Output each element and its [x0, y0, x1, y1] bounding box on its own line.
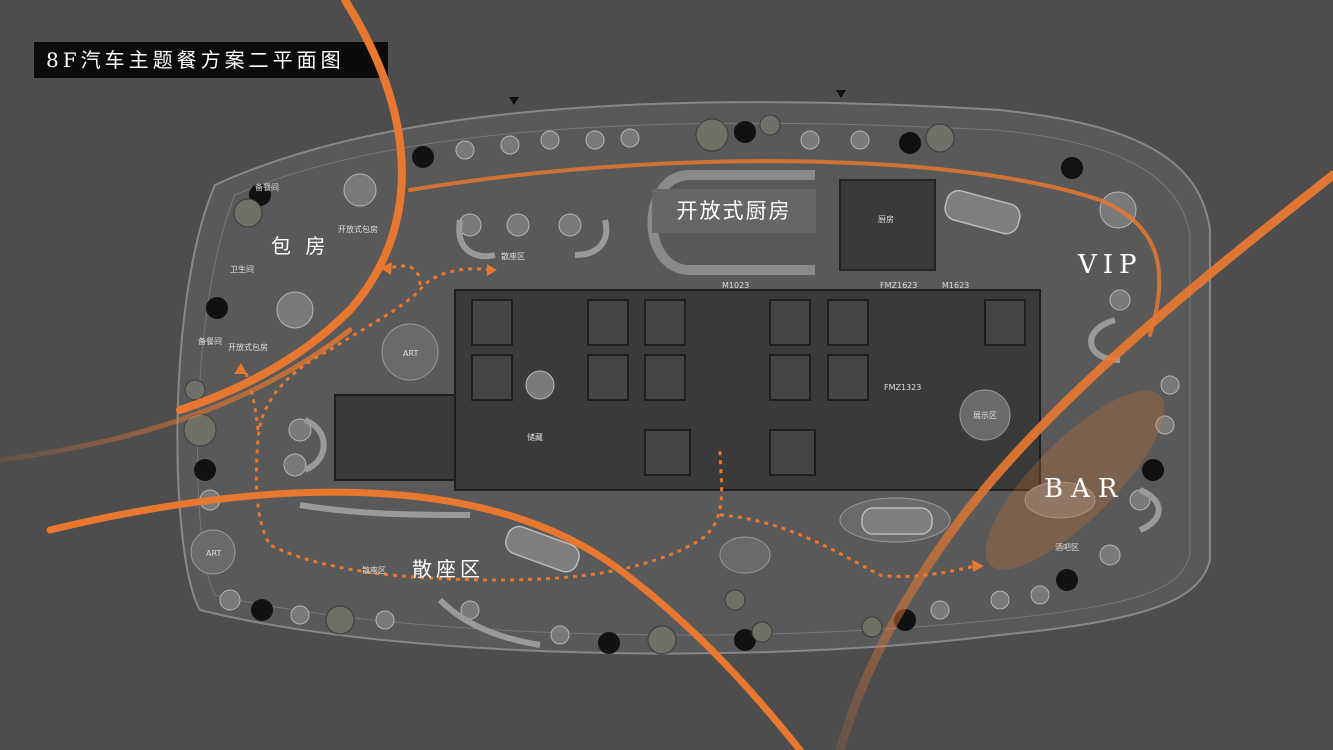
- bar-glow: [985, 390, 1165, 570]
- label-side-room: 卫生间: [230, 264, 254, 274]
- plants: [183, 114, 955, 655]
- zone-label-open-kitchen: 开放式厨房: [652, 189, 816, 233]
- exhibit-platform: [959, 389, 1011, 441]
- orange-ribbon-bottom: [46, 488, 804, 750]
- orange-ribbon-top: [176, 0, 406, 414]
- label-seating-small-top: 散座区: [501, 251, 525, 261]
- label-door-fm1623: FMZ1623: [880, 281, 917, 290]
- center-table: [719, 536, 771, 574]
- zone-label-open-seating: 散座区: [412, 557, 484, 581]
- bar-counter: [1024, 481, 1096, 519]
- label-open-private-bottom: 开放式包房: [228, 342, 268, 352]
- label-kitchen-room: 厨房: [878, 214, 894, 224]
- label-door-m1623: M1623: [942, 281, 969, 290]
- booths: [299, 219, 1162, 648]
- path-arrows: [234, 262, 984, 572]
- label-dining-room-bottom: 备餐间: [198, 336, 222, 346]
- art-display-lower: [190, 529, 236, 575]
- orange-ribbon-arc-top: [408, 159, 1162, 337]
- label-exhibit: 展示区: [973, 411, 997, 420]
- label-art-upper: ART: [403, 349, 418, 358]
- art-display-upper: [381, 323, 439, 381]
- entrance-marker-left: [509, 97, 519, 105]
- zone-label-bar: BAR: [1044, 474, 1126, 504]
- orange-ribbon-left: [0, 327, 353, 463]
- columns: [194, 121, 1164, 654]
- label-open-private-top: 开放式包房: [338, 224, 378, 234]
- dining-tables: [199, 128, 1180, 645]
- label-storage: 储藏: [527, 432, 543, 442]
- label-seating-small-bottom: 散座区: [362, 565, 386, 575]
- kitchen-room: [839, 179, 936, 271]
- label-art-lower: ART: [206, 549, 221, 558]
- elevator-shafts: [471, 299, 1026, 476]
- zone-label-vip: VIP: [1078, 250, 1143, 280]
- orange-ribbon-right: [835, 170, 1333, 750]
- zone-label-private-room: 包 房: [271, 234, 330, 258]
- car-models: [505, 189, 1021, 573]
- entrance-marker-right: [836, 90, 846, 98]
- label-bar-small: 酒吧区: [1055, 543, 1079, 552]
- label-dining-room-top: 备餐间: [255, 182, 279, 192]
- label-door-fm1323: FMZ1323: [884, 383, 921, 392]
- label-door-m1023: M1023: [722, 281, 749, 290]
- page-title: 8F汽车主题餐方案二平面图: [34, 42, 388, 78]
- stair-left: [334, 394, 456, 481]
